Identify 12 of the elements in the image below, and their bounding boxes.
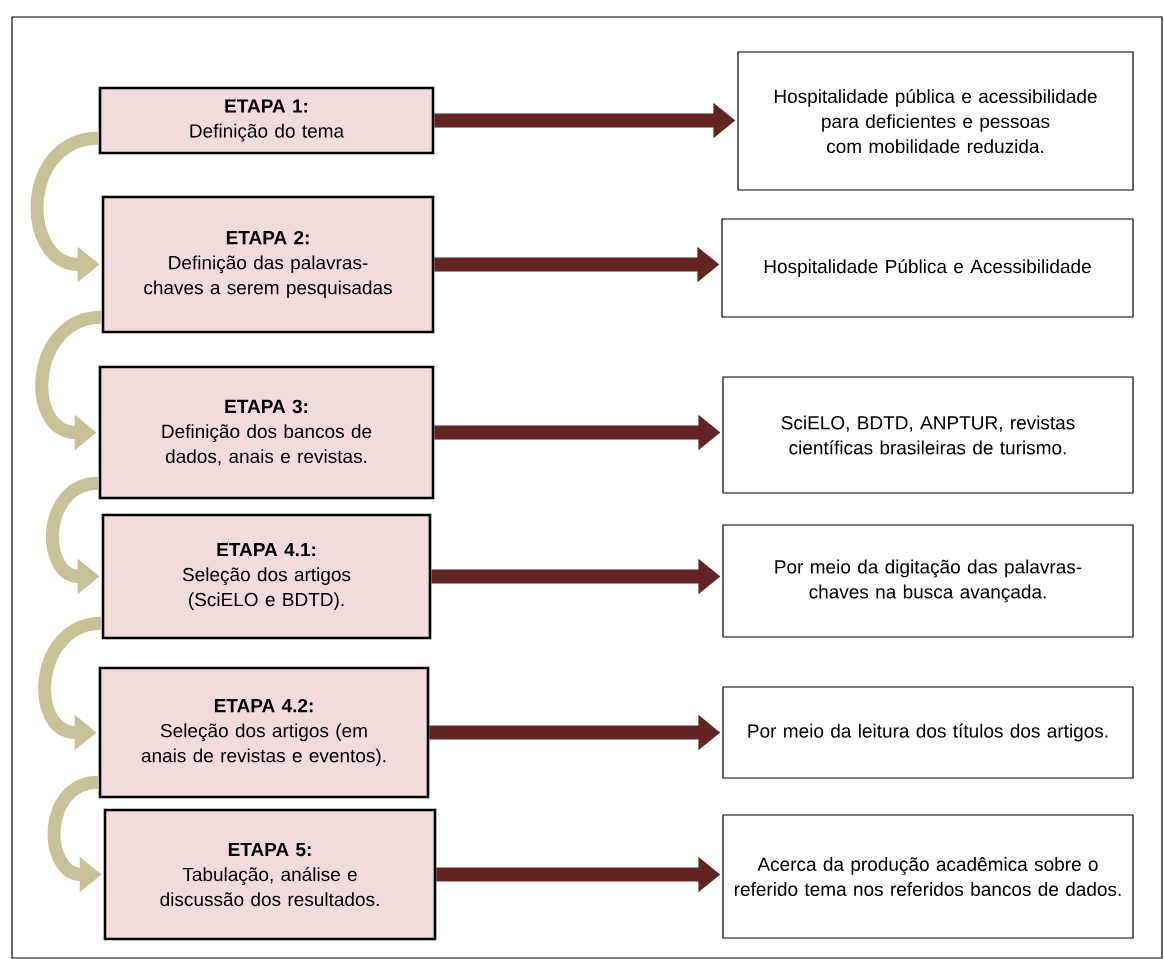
step-box: ETAPA 1: Definição do tema <box>98 86 435 155</box>
step-box: ETAPA 5: Tabulação, análise e discussão dos resultados. <box>103 808 437 941</box>
step-box: ETAPA 2: Definição das palavras-chaves a serem pesquisadas <box>101 195 435 334</box>
result-box: Hospitalidade pública e acessibilidade para deficientes e pessoas com mobilidade reduzida. <box>737 51 1134 191</box>
result-box: Acerca da produção acadêmica sobre o referido tema nos referidos bancos de dados. <box>722 814 1134 939</box>
step-box: ETAPA 3: Definição dos bancos de dados, anais e revistas. <box>98 365 435 500</box>
result-box: SciELO, BDTD, ANPTUR, revistas científicas brasileiras de turismo. <box>722 376 1134 494</box>
result-box: Hospitalidade Pública e Acessibilidade <box>721 218 1134 318</box>
step-box: ETAPA 4.1: Seleção dos artigos (SciELO e BDTD). <box>101 513 432 640</box>
step-box: ETAPA 4.2: Seleção dos artigos (em anais de revistas e eventos). <box>98 666 430 799</box>
result-box: Por meio da leitura dos títulos dos artigos. <box>722 686 1134 779</box>
result-box: Por meio da digitação das palavras-chaves na busca avançada. <box>722 524 1134 638</box>
